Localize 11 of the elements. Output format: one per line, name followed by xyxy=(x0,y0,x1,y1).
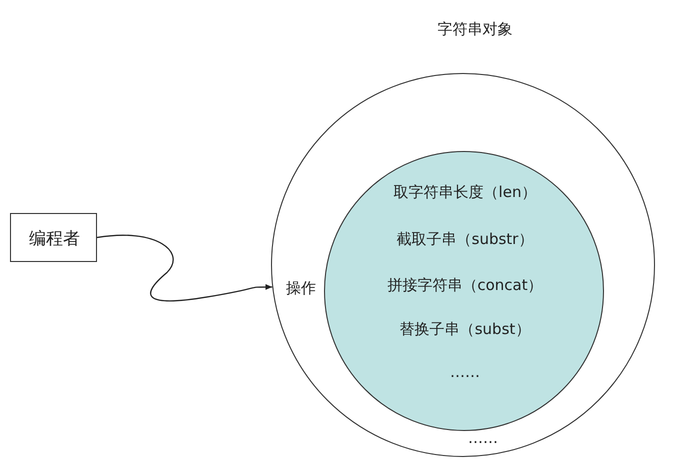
text-label: 替换子串（subst） xyxy=(400,320,530,338)
text-label: 取字符串长度（len） xyxy=(394,183,536,201)
title-label: 字符串对象 xyxy=(438,20,512,38)
text-label: 操作 xyxy=(286,279,316,297)
person-box xyxy=(10,213,97,262)
wavy-arrow xyxy=(96,234,272,302)
text-label: …… xyxy=(450,363,480,381)
text-label: 编程者 xyxy=(29,228,80,249)
text-label: 拼接字符串（concat） xyxy=(387,276,543,294)
text-label: 截取子串（substr） xyxy=(396,230,534,248)
text-label: …… xyxy=(468,429,498,447)
